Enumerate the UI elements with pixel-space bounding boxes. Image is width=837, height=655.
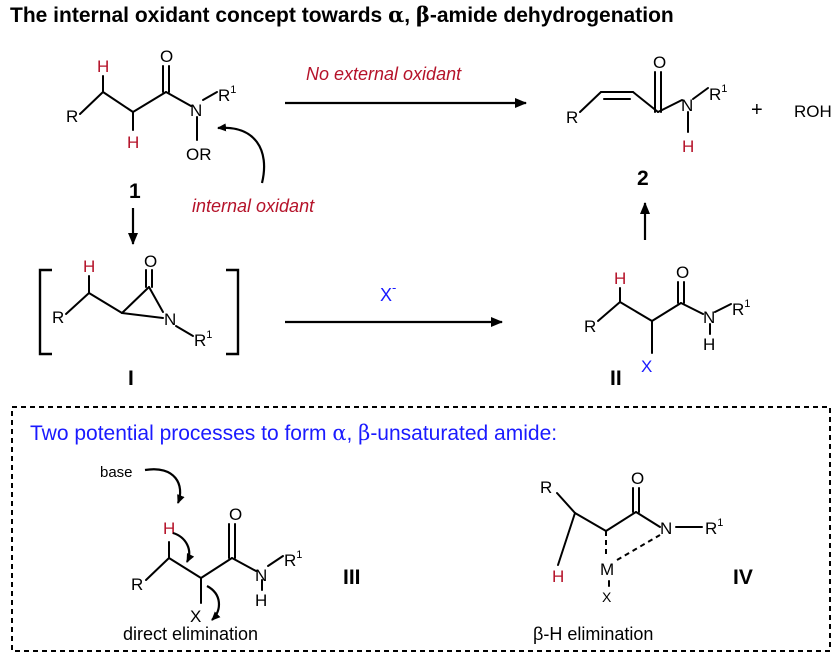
r1-group-label: R1	[218, 84, 236, 105]
beta-hydrogen-label: H	[97, 57, 109, 76]
metal-ligand-label: X	[602, 589, 612, 605]
halide-reagent-label: X-	[380, 280, 396, 305]
r-group-label: R	[540, 478, 552, 497]
direct-elimination-label: direct elimination	[123, 624, 258, 644]
alpha-hydrogen-label: H	[127, 133, 139, 152]
r1-group-label: R1	[709, 83, 727, 104]
beta-hydrogen-label: H	[163, 519, 175, 538]
structure-iv: R O N R1 M X H	[540, 469, 723, 605]
carbonyl-oxygen-label: O	[144, 252, 157, 271]
scheme-title: The internal oxidant concept towards α, …	[10, 2, 674, 27]
beta-h-elimination-label: β-H elimination	[533, 624, 653, 644]
ch-bond-curved-arrow	[172, 531, 195, 563]
carbonyl-oxygen-label: O	[653, 53, 666, 72]
beta-hydrogen-label: H	[83, 257, 95, 276]
r-group-label: R	[52, 308, 64, 327]
halide-substituent-label: X	[641, 357, 652, 376]
intermediate-i-label: I	[128, 367, 134, 390]
plus-sign: +	[751, 99, 763, 121]
r-group-label: R	[131, 575, 143, 594]
carbonyl-oxygen-label: O	[160, 47, 173, 66]
amide-nitrogen-label: N	[703, 308, 715, 327]
structure-iii: base R H O N H R1 X	[100, 464, 302, 626]
mechanism-options-box	[11, 406, 831, 652]
no-external-oxidant-label: No external oxidant	[306, 64, 462, 84]
r1-group-label: R1	[284, 549, 302, 570]
box-title: Two potential processes to form α, β-uns…	[30, 421, 557, 445]
aziridinone-nitrogen-label: N	[164, 310, 176, 329]
nh-hydrogen-label: H	[703, 335, 715, 354]
intermediate-i-structure: R H O N R1	[38, 252, 240, 356]
metal-center-label: M	[600, 560, 614, 579]
r-group-label: R	[566, 108, 578, 127]
amide-nitrogen-label: N	[681, 96, 693, 115]
base-label: base	[100, 464, 133, 481]
amide-nitrogen-label: N	[660, 519, 672, 538]
r1-group-label: R1	[732, 298, 750, 319]
compound-2-structure: R O N R1 H	[566, 53, 727, 156]
r-group-label: R	[66, 107, 78, 126]
internal-oxidant-curved-arrow	[217, 123, 266, 184]
amide-nitrogen-label: N	[255, 566, 267, 585]
beta-hydrogen-label: H	[614, 269, 626, 288]
intermediate-ii-structure: R H O N H R1 X	[584, 263, 750, 376]
nh-hydrogen-label: H	[255, 591, 267, 610]
carbonyl-oxygen-label: O	[631, 469, 644, 488]
r1-group-label: R1	[194, 329, 212, 350]
leaving-group-label: X	[190, 607, 201, 626]
nh-hydrogen-label: H	[682, 137, 694, 156]
base-curved-arrow	[144, 468, 185, 504]
carbonyl-oxygen-label: O	[229, 505, 242, 524]
structure-iv-label: IV	[733, 566, 753, 589]
compound-2-label: 2	[637, 167, 649, 190]
r1-group-label: R1	[705, 517, 723, 538]
r-group-label: R	[584, 317, 596, 336]
internal-oxidant-label: internal oxidant	[192, 196, 315, 216]
compound-1-structure: R H H O N R1 OR	[66, 47, 266, 184]
carbonyl-oxygen-label: O	[676, 263, 689, 282]
beta-hydrogen-label: H	[552, 567, 564, 586]
amide-nitrogen-label: N	[190, 101, 202, 120]
compound-1-label: 1	[129, 180, 141, 203]
structure-iii-label: III	[343, 566, 361, 589]
intermediate-ii-label: II	[610, 367, 622, 390]
cx-bond-curved-arrow	[206, 585, 221, 621]
roh-byproduct-label: ROH	[794, 102, 832, 121]
alkoxy-group-label: OR	[186, 145, 212, 164]
